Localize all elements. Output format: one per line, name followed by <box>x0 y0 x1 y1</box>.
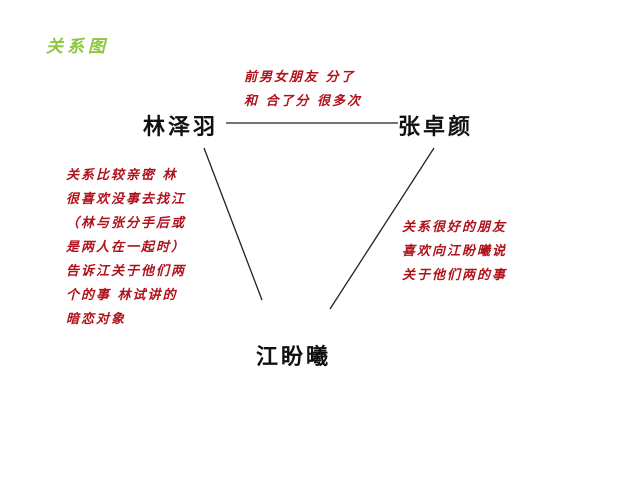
edge-label-line: 喜欢向江盼曦说 <box>402 244 508 259</box>
edge-label-line: 关系比较亲密 林 <box>66 168 178 183</box>
edge-label-a-c: 关系比较亲密 林 很喜欢没事去找江 （林与张分手后或 是两人在一起时） 告诉江关… <box>66 164 186 332</box>
node-lin-zeyu: 林泽羽 <box>143 114 219 140</box>
edge-label-a-b: 前男女朋友 分了 和 合了分 很多次 <box>244 66 362 114</box>
edge-a-c <box>203 147 263 301</box>
node-jiang-panxi: 江盼曦 <box>256 344 332 370</box>
edge-label-line: 告诉江关于他们两 <box>66 264 187 279</box>
edge-label-line: （林与张分手后或 <box>66 216 187 231</box>
edge-label-line: 个的事 林试讲的 <box>66 288 178 303</box>
edge-label-line: 关系很好的朋友 <box>402 220 508 235</box>
node-zhang-zhuoyan: 张卓颜 <box>398 114 474 140</box>
edge-label-line: 是两人在一起时） <box>66 240 187 255</box>
edge-label-b-c: 关系很好的朋友 喜欢向江盼曦说 关于他们两的事 <box>402 216 507 288</box>
page-title: 关系图 <box>46 37 109 57</box>
edge-label-line: 很喜欢没事去找江 <box>66 192 187 207</box>
edge-b-c <box>329 147 435 310</box>
edge-label-line: 暗恋对象 <box>66 312 127 327</box>
edge-label-line: 前男女朋友 分了 <box>244 70 356 85</box>
edge-label-line: 关于他们两的事 <box>402 268 508 283</box>
edge-label-line: 和 合了分 很多次 <box>244 94 363 109</box>
